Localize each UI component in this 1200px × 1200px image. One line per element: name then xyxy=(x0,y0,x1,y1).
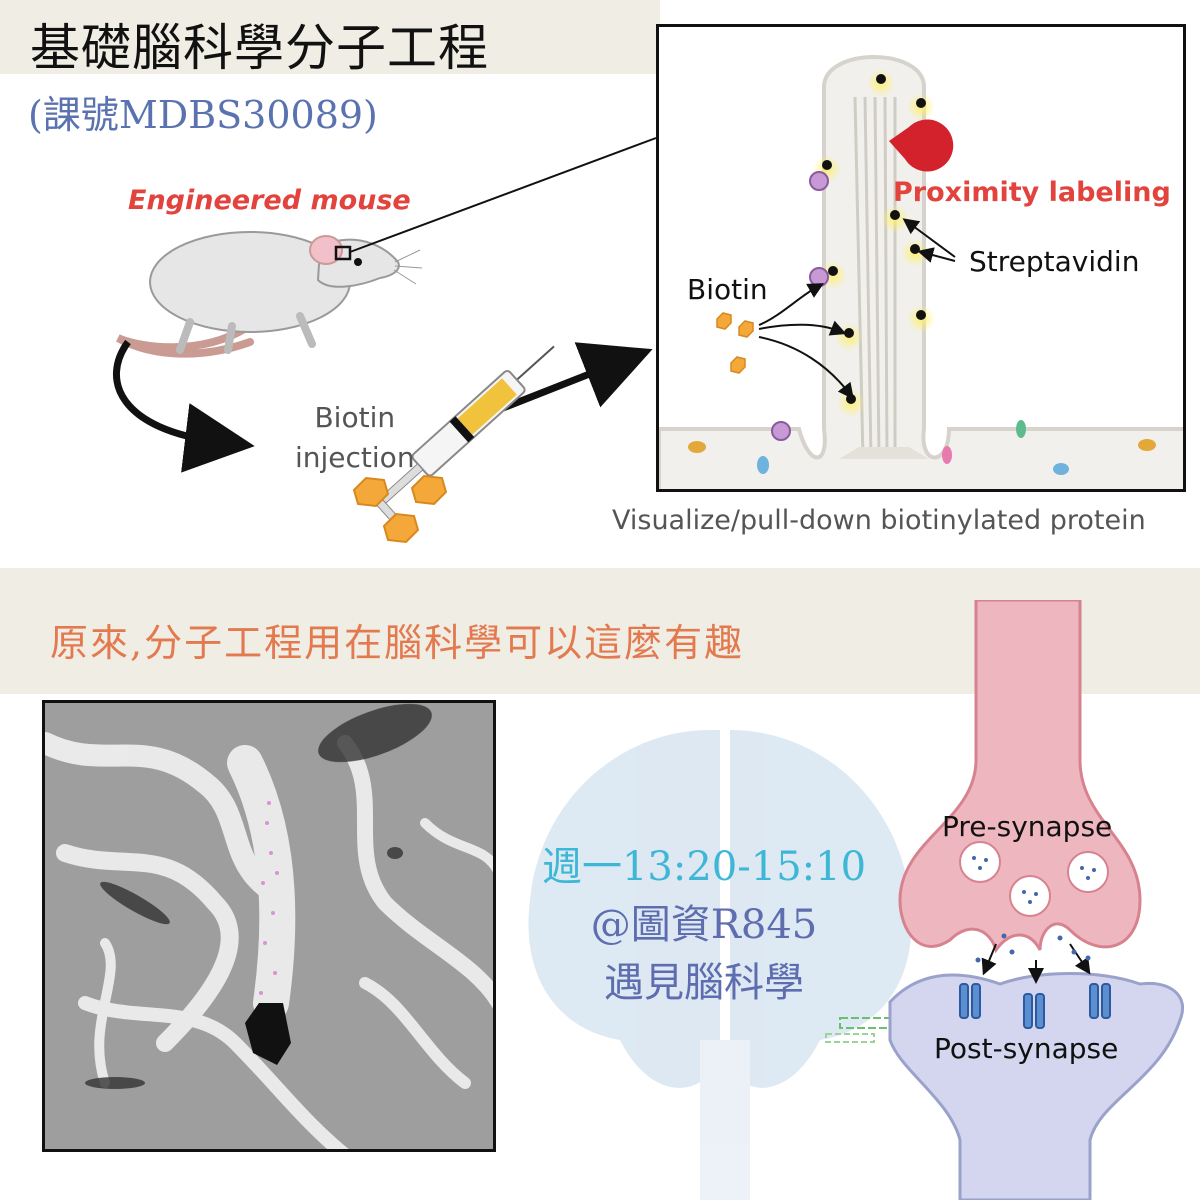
vesicles xyxy=(959,841,1109,917)
enzyme-icon xyxy=(889,119,954,172)
postsynapse-label: Post-synapse xyxy=(934,1032,1119,1065)
receptors xyxy=(959,983,1111,1029)
mouse-injection-illustration xyxy=(112,137,657,544)
dendrite-tip xyxy=(245,1003,291,1065)
course-name: 遇見腦科學 xyxy=(604,960,804,1006)
presynapse-label: Pre-synapse xyxy=(942,810,1113,843)
streptavidin-label: Streptavidin xyxy=(969,245,1140,278)
vesicle-contents xyxy=(972,856,1096,904)
title-band xyxy=(0,0,660,74)
biotin-injection-line1: Biotin xyxy=(314,401,396,434)
proximity-labeling-panel: Proximity labeling Streptavidin Biotin xyxy=(656,24,1186,492)
biotin-injection-line2: injection xyxy=(295,441,415,474)
biotin-label: Biotin xyxy=(687,273,768,306)
biotinylated-proteins xyxy=(813,69,935,417)
postsynapse-shape xyxy=(888,972,1185,1200)
course-code: (課號MDBS30089) xyxy=(28,93,378,137)
free-biotin-molecules xyxy=(716,312,754,374)
biotin-molecules xyxy=(352,474,448,544)
curved-arrow-icon xyxy=(112,339,255,473)
schedule-time: 週一13:20-15:10 xyxy=(541,844,867,890)
mouse-icon xyxy=(116,231,423,358)
membrane-proteins xyxy=(688,171,1156,475)
schedule-location: @圖資R845 xyxy=(590,902,818,948)
brain-synapse-illustration xyxy=(528,600,1185,1200)
microscopy-texture xyxy=(45,703,493,1149)
proximity-labeling-label: Proximity labeling xyxy=(893,177,1171,208)
biotin-arrows xyxy=(758,218,956,400)
release-arrows xyxy=(981,943,1091,984)
slogan-text: 原來,分子工程用在腦科學可以這麼有趣 xyxy=(50,621,745,665)
panel-caption: Visualize/pull-down biotinylated protein xyxy=(612,505,1146,536)
brain-icon xyxy=(528,730,912,1200)
page-title: 基礎腦科學分子工程 xyxy=(30,19,489,77)
zoom-line xyxy=(349,137,657,253)
neurotransmitters xyxy=(975,933,1091,963)
biotin-signal xyxy=(259,801,279,995)
engineered-mouse-label: Engineered mouse xyxy=(128,185,411,216)
biotin-injection-label: Biotin injection xyxy=(295,398,415,478)
arrow-to-panel-icon xyxy=(496,342,653,414)
dendrite-diagram xyxy=(659,55,1183,489)
microscopy-image xyxy=(42,700,496,1152)
